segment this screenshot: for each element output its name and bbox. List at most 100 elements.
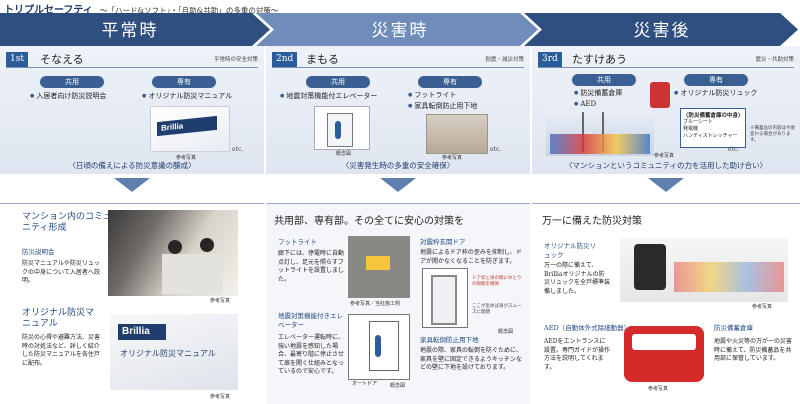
shared-item: 地震対策機能付エレベーター (280, 91, 377, 101)
detail-panel-safety: 共用部、専有部。その全てに安心の対策を フットライト 廊下には、停電時に自動点灯… (266, 203, 530, 404)
brand-logo: Brillia (157, 115, 217, 137)
box-note: ※備蓄品の内容は今後変わる場合があります。 (750, 126, 795, 143)
manual-cover-text: オリジナル防災マニュアル (120, 349, 216, 358)
down-arrow-2 (380, 178, 416, 192)
step-note: 震災・共助対策 (755, 57, 794, 63)
step-caption: 〈マンションというコミュニティの力を活用した助け合い〉 (564, 161, 768, 170)
phase-arrows: 平常時 災害時 災害後 (0, 13, 798, 46)
elevator-label: オートドア (352, 381, 378, 387)
box-title: 〈防災備蓄倉庫の中身〉 (683, 113, 744, 119)
furniture-body: 地震の際、家具の転倒を防ぐために、家具を壁に固定できるようキッチンなどの壁に下地… (420, 347, 522, 371)
box-item: ハンディストレッチャー (683, 133, 738, 139)
photo-note: 参考写真 (210, 394, 231, 400)
door-label: ドア枠と扉の間にゆとりの隙間を確保 (472, 276, 522, 287)
shared-item: 入居者向け防災説明会 (30, 91, 106, 101)
step-note: 平常時の安全対策 (213, 57, 258, 63)
photo-note: 参考写真／当社施工例 (350, 301, 401, 307)
private-item-furniture: 家具転倒防止用下地 (408, 101, 477, 111)
step-number: 3rd (538, 52, 562, 67)
photo-note: 参考写真 (752, 304, 773, 310)
manual-photo: Brillia (150, 106, 230, 152)
phase-arrow-disaster (256, 13, 538, 46)
phase-label-disaster: 災害時 (372, 21, 429, 41)
door-body: 地震によるドア枠の歪みを抑制し、ドアが開かなくなることを防ぎます。 (420, 249, 522, 265)
step-panel-3rd: 3rd たすけあう 震災・共助対策 共用 専有 防災備蓄倉庫 AED オリジナル… (532, 46, 800, 174)
stockpile-contents-box: 〈防災備蓄倉庫の中身〉 ブルーシート 発電機 ハンディストレッチャー (680, 108, 746, 148)
shared-badge: 共用 (572, 74, 636, 86)
footlight-photo (348, 236, 410, 298)
rucksack-body: 万一の際に備えて、Brilliaオリジナルの防災リュックを全戸標準装備しました。 (544, 262, 611, 295)
elevator-diagram (348, 314, 410, 380)
rucksack-photo (650, 82, 670, 108)
private-badge: 専有 (152, 76, 216, 88)
page-header: トリプルセーフティ ～「ハード&ソフト」・「自助&共助」の多重の対策～ (4, 1, 278, 16)
door-title: 対震枠玄関ドア (420, 238, 466, 246)
photo-note: 参考写真 (654, 153, 675, 159)
private-badge: 専有 (684, 74, 748, 86)
phase-label-after: 災害後 (634, 21, 691, 41)
box-item: 発電機 (683, 126, 699, 132)
down-arrow-3 (648, 178, 684, 192)
step-note: 耐震・減災対策 (485, 57, 524, 63)
private-badge: 専有 (418, 76, 482, 88)
detail-heading: マンション内のコミュニティ形成 (22, 212, 113, 233)
etc-text: etc. (232, 146, 244, 153)
elevator-diagram (314, 106, 370, 150)
elevator-title: 地震対策機能付きエレベーター (278, 312, 343, 329)
step-caption: 〈日頃の備えによる防災意識の醸成〉 (68, 161, 196, 170)
rucksack-photo (620, 238, 788, 302)
door-diagram (422, 268, 468, 328)
manual-title: オリジナル防災マニュアル (22, 308, 95, 329)
brand-logo: Brillia (118, 324, 166, 340)
furniture-title: 家具転倒防止用下地 (420, 336, 479, 344)
step-label: そなえる (40, 53, 84, 66)
stockroom-title: 防災備蓄倉庫 (714, 324, 753, 332)
detail-panel-emergency: 万一に備えた防災対策 オリジナル防災リュック 万一の際に備えて、Brilliaオ… (532, 203, 800, 404)
footlight-body: 廊下には、停電時に自動点灯し、足元を照らすフットライトを設置しました。 (278, 250, 345, 283)
photo-note: 参考写真 (442, 155, 463, 161)
step-number: 2nd (272, 52, 298, 67)
page-subtitle: ～「ハード&ソフト」・「自助&共助」の多重の対策～ (100, 6, 279, 15)
phase-arrow-after (524, 13, 798, 46)
rucksack-title: オリジナル防災リュック (544, 242, 596, 259)
elevator-body: エレベーター運転時に、強い地震を感知した場合、最寄り階に停止させて扉を開く仕組み… (278, 334, 345, 375)
box-item: ブルーシート (683, 119, 713, 125)
page-title: トリプルセーフティ (4, 5, 93, 16)
stockpile-photo (546, 110, 654, 156)
step-header: 2nd まもる 耐震・減災対策 (272, 52, 524, 68)
furniture-photo (426, 114, 488, 154)
detail-heading: 共用部、専有部。その全てに安心の対策を (274, 216, 464, 227)
door-label: ここが歪めば扉がスムーズに開閉 (472, 304, 522, 315)
seminar-photo (108, 210, 238, 296)
aed-body: AEDをエントランスに設置。専門ガイドが操作方法を説明してくれます。 (544, 338, 611, 371)
private-item: オリジナル防災リュック (674, 88, 757, 98)
diagram-note: 概念図 (498, 329, 514, 335)
shared-item-storage: 防災備蓄倉庫 (574, 88, 622, 98)
etc-text: etc. (490, 146, 502, 153)
detail-heading: 万一に備えた防災対策 (542, 216, 642, 227)
shared-badge: 共用 (40, 76, 104, 88)
step-label: まもる (306, 53, 339, 66)
manual-body: 防災の心得や避難方法、災害時の対処法など、詳しく紹介した防災マニュアルを各住戸に… (22, 334, 101, 367)
diagram-note: 概念図 (336, 151, 352, 157)
aed-photo (624, 326, 704, 382)
stockroom-body: 地震や火災等の万が一の災害時に備えて、防災備蓄品を共用部に保管しています。 (714, 338, 793, 362)
step-panel-2nd: 2nd まもる 耐震・減災対策 共用 専有 地震対策機能付エレベーター フットラ… (266, 46, 530, 174)
step-header: 1st そなえる 平常時の安全対策 (6, 52, 258, 68)
photo-note: 参考写真 (648, 386, 669, 392)
footlight-title: フットライト (278, 238, 317, 246)
etc-text: etc. (728, 146, 740, 153)
step-number: 1st (6, 52, 28, 67)
aed-title: AED（自動体外式除細動器） (544, 324, 631, 332)
detail-panel-community: マンション内のコミュニティ形成 防災説明会 防災マニュアルや防災リュックの中身に… (0, 203, 264, 404)
step-header: 3rd たすけあう 震災・共助対策 (538, 52, 794, 68)
photo-note: 参考写真 (210, 298, 231, 304)
photo-note: 参考写真 (176, 155, 197, 161)
step-label: たすけあう (572, 53, 627, 66)
step-caption: 〈災害発生時の多重の安全確保〉 (341, 161, 455, 170)
seminar-title: 防災説明会 (22, 248, 55, 256)
diagram-note: 概念図 (390, 383, 406, 389)
shared-badge: 共用 (306, 76, 370, 88)
private-item-footlight: フットライト (408, 90, 456, 100)
phase-label-normal: 平常時 (102, 21, 159, 41)
